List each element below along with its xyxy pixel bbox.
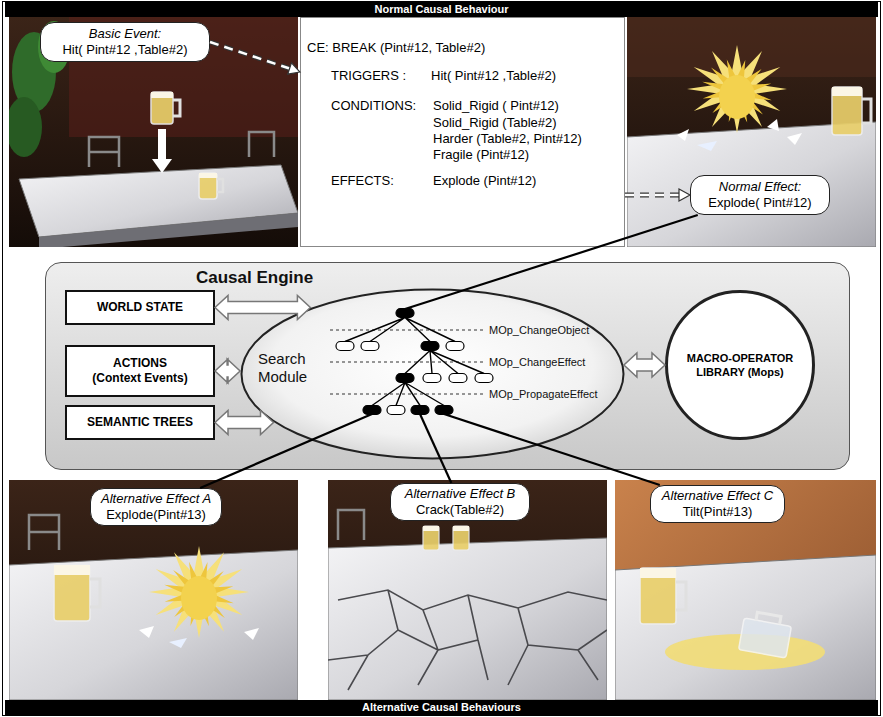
dashed-arrow: [625, 194, 679, 197]
tree-link: [405, 215, 698, 309]
node-title: Basic Event:: [89, 26, 161, 42]
effect-callout: Normal Effect:Explode( Pint#12): [690, 175, 830, 215]
event-callout: Basic Event:Hit( Pint#12 ,Table#2): [40, 22, 210, 62]
node-title: Alternative Effect C: [662, 488, 773, 504]
node-title: MACRO-OPERATOR LIBRARY (Mops): [681, 351, 799, 379]
footer-band: Alternative Causal Behaviours: [5, 700, 878, 715]
dashed-arrow: [210, 42, 290, 69]
connector: [625, 189, 690, 201]
tree-node-pills: [336, 309, 493, 415]
node-text: Solid_Rigid ( Pint#12): [433, 98, 559, 114]
node-text: TRIGGERS :: [331, 68, 406, 84]
header-band: Normal Causal Behaviour: [5, 2, 878, 17]
node-text: Solid_Rigid (Table#2): [433, 115, 557, 131]
band-text: Normal Causal Behaviour: [5, 2, 878, 17]
scene-alternative-b: [328, 480, 607, 700]
input-box: SEMANTIC TREES: [65, 405, 215, 440]
engine-panel: Causal EngineWORLD STATE ACTIONS (Context…: [45, 262, 850, 470]
operator-level-label: MOp_ChangeEffect: [489, 355, 585, 369]
effect-callout: Alternative Effect BCrack(Table#2): [390, 483, 530, 521]
node-text: EFFECTS:: [331, 173, 394, 189]
tree-link: [444, 414, 660, 485]
connector: [624, 353, 665, 377]
node-text: Tilt(Pint#13): [683, 504, 753, 520]
double-block-arrow: [624, 353, 665, 377]
node-title: ACTIONS (Context Events): [90, 356, 191, 386]
scene-alternative-c: [615, 480, 876, 700]
connector: [215, 411, 274, 435]
double-block-arrow: [215, 296, 310, 320]
scene-alternative-a: [9, 480, 298, 700]
double-block-arrow: [215, 411, 274, 435]
node-text: Crack(Table#2): [416, 502, 504, 518]
node-title: Causal Engine: [196, 268, 313, 288]
node-title: Alternative Effect B: [405, 486, 516, 502]
scene-normal-effect: [627, 17, 876, 247]
dashed-arrow-outline: [210, 42, 290, 69]
connector: [444, 414, 660, 485]
input-box: ACTIONS (Context Events): [65, 345, 215, 397]
circle-outline: [665, 290, 815, 440]
operator-level-label: MOp_PropagateEffect: [489, 387, 598, 401]
double-block-arrow: [215, 359, 240, 383]
effect-callout: Alternative Effect CTilt(Pint#13): [650, 485, 785, 523]
node-text: Explode (Pint#12): [433, 173, 536, 189]
node-title: SEMANTIC TREES: [87, 415, 193, 430]
input-box: WORLD STATE: [65, 290, 215, 325]
outline-shape: [667, 292, 814, 439]
connector: [405, 215, 698, 309]
scene-basic-event: [6, 17, 298, 249]
node-text: CONDITIONS:: [331, 98, 416, 114]
operator-level-label: MOp_ChangeObject: [489, 323, 589, 337]
arrow-head: [679, 189, 690, 201]
node-text: Fragile (Pint#12): [433, 147, 529, 163]
node-title: CE: BREAK (Pint#12, Table#2): [307, 40, 485, 56]
band-text: Alternative Causal Behaviours: [5, 700, 878, 715]
node-text: Explode(Pint#13): [106, 507, 206, 523]
connector: [210, 42, 300, 74]
dashed-arrow-outline: [625, 193, 679, 198]
search-tree: [330, 318, 484, 406]
node-text: Hit( Pint#12 ,Table#2): [431, 68, 556, 84]
node-text: Harder (Table#2, Pint#12): [433, 131, 582, 147]
connector: [215, 296, 310, 320]
node-title: Normal Effect:: [719, 179, 801, 195]
effect-callout: Alternative Effect AExplode(Pint#13): [90, 488, 222, 526]
node-title: Search Module: [258, 350, 338, 386]
node-title: WORLD STATE: [97, 300, 183, 315]
connector: [215, 359, 240, 383]
connector: [200, 414, 372, 488]
node-title: Alternative Effect A: [101, 491, 211, 507]
outer-frame: [3, 2, 881, 716]
library-circle: MACRO-OPERATOR LIBRARY (Mops): [665, 290, 815, 440]
node-text: Explode( Pint#12): [708, 195, 811, 211]
causal-entity-panel: CE: BREAK (Pint#12, Table#2) TRIGGERS : Hi…: [300, 17, 625, 247]
tree-link: [420, 414, 451, 483]
node-text: Hit( Pint#12 ,Table#2): [62, 42, 187, 58]
connector: [420, 414, 451, 483]
tree-link: [200, 414, 372, 488]
arrow-head: [288, 63, 300, 74]
